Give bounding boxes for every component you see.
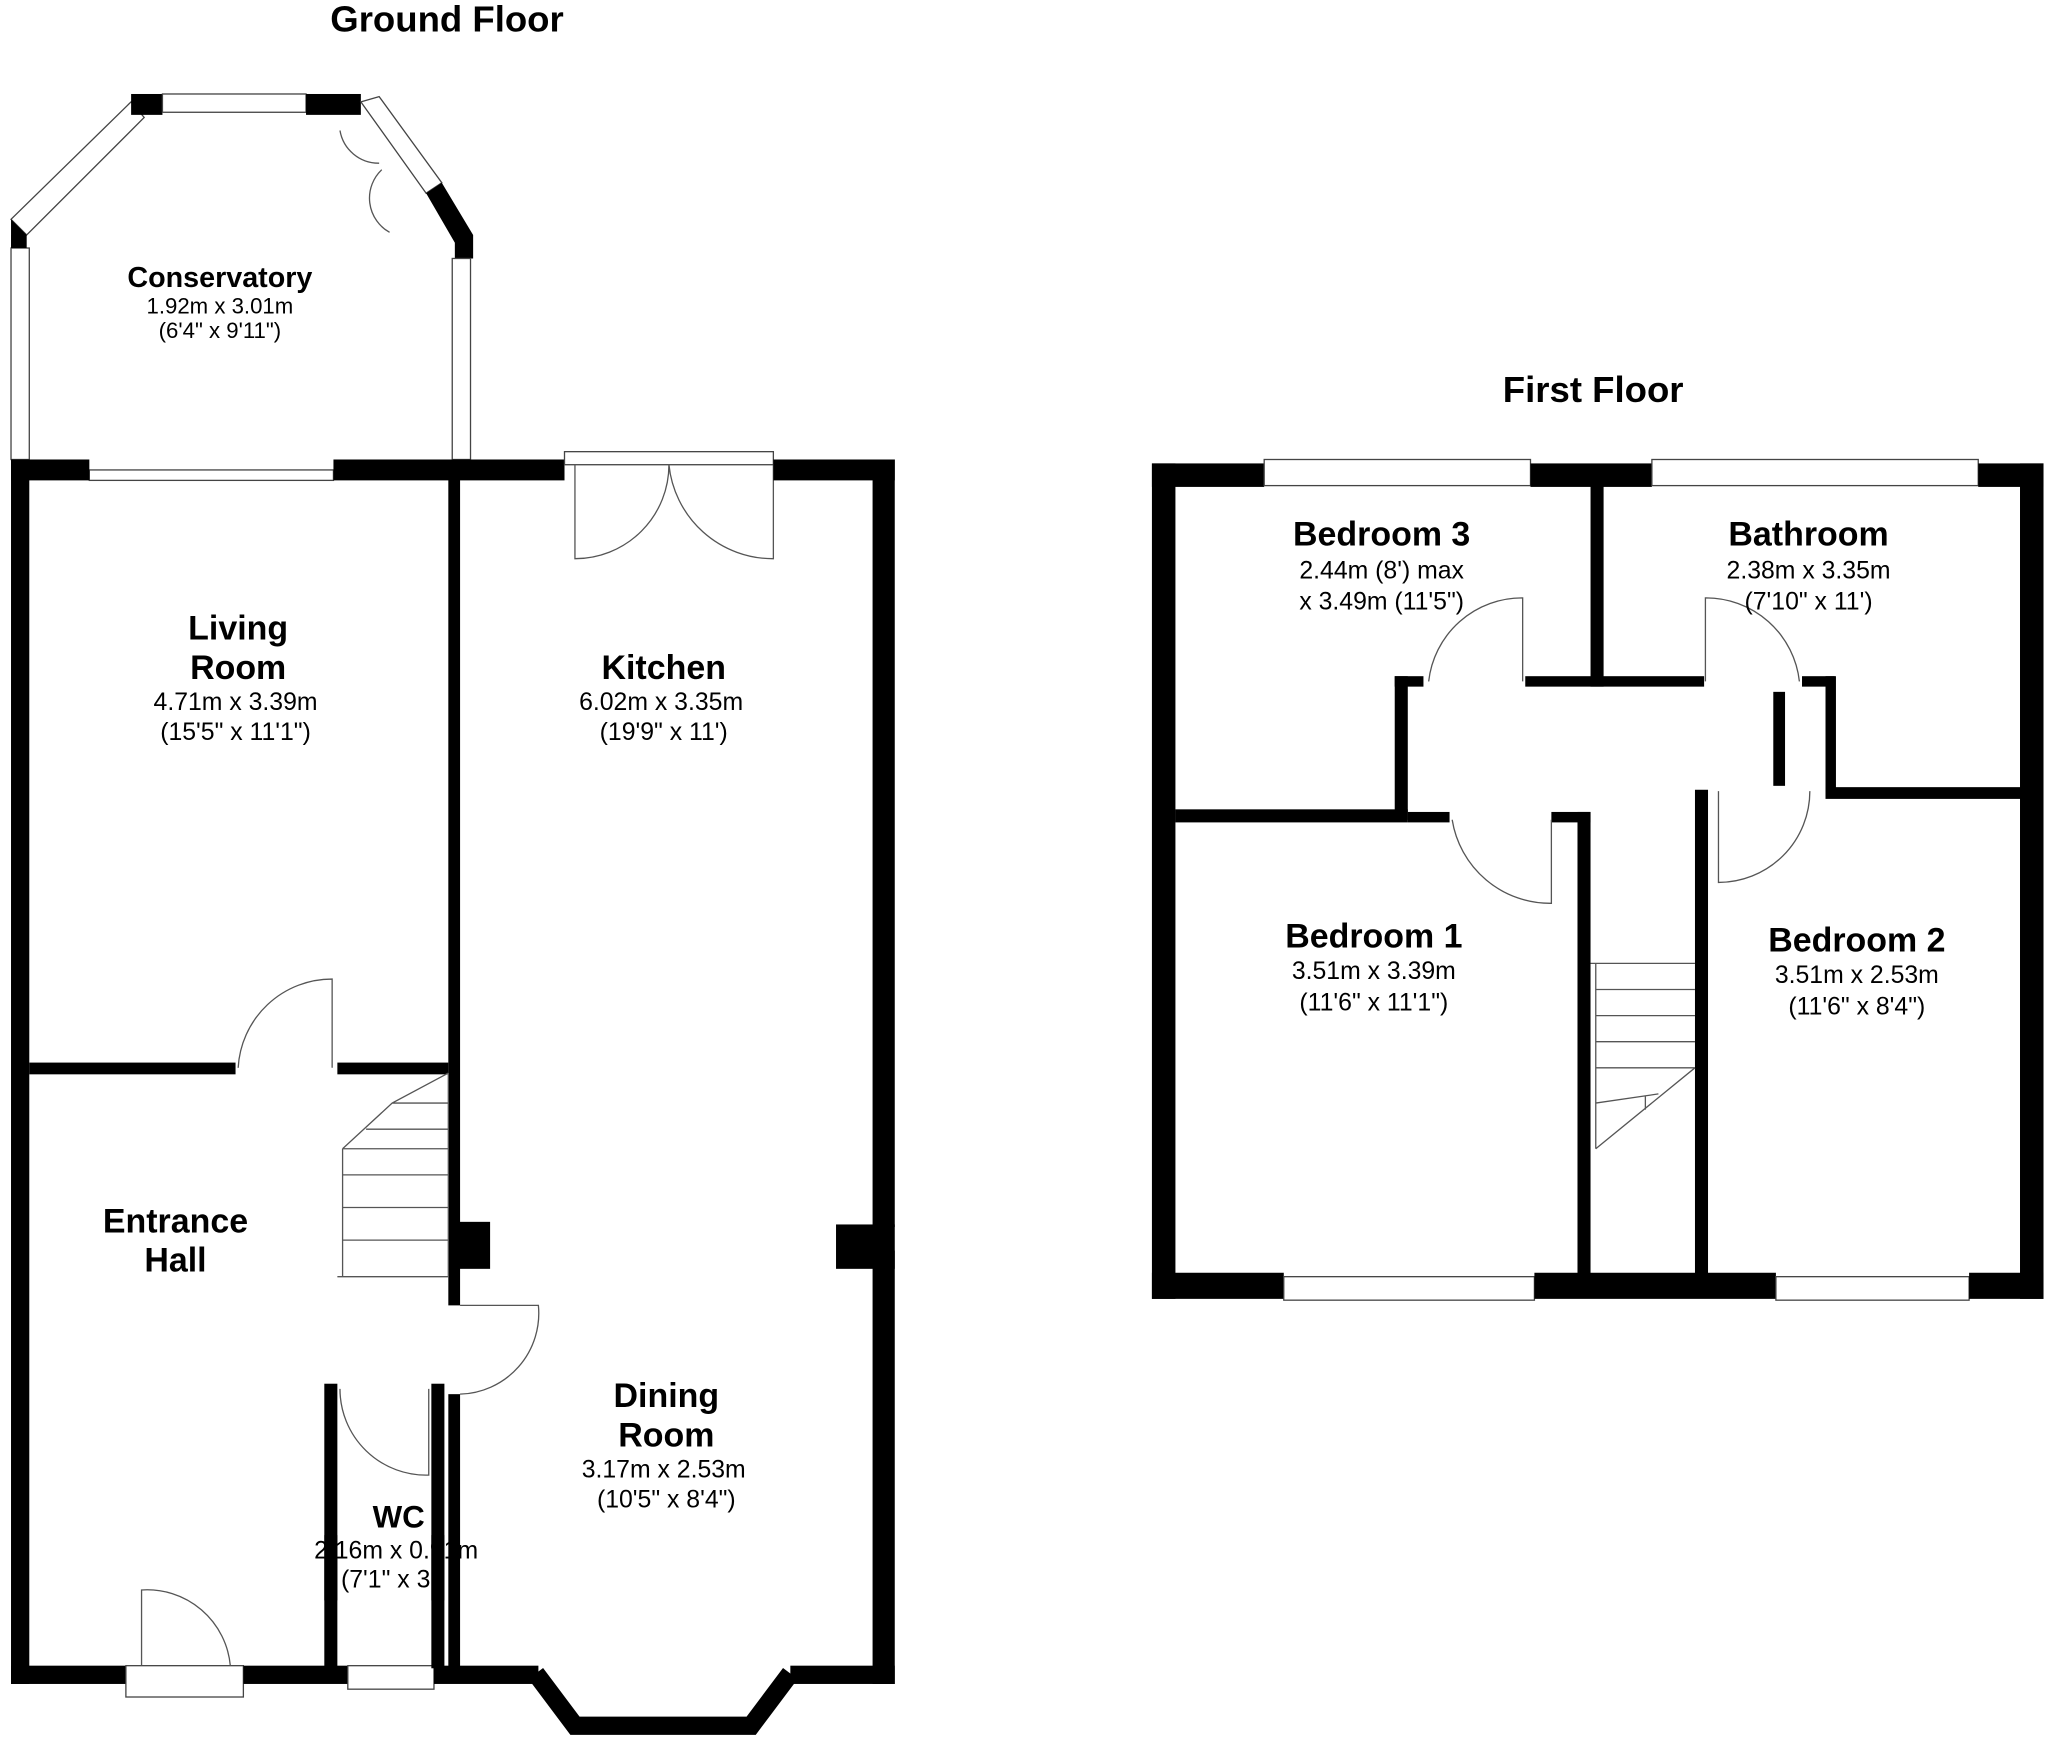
entrance-hall-name: Hall xyxy=(144,1241,206,1279)
first-floor-title: First Floor xyxy=(1503,369,1684,410)
door-swing xyxy=(1717,791,1811,884)
ground-floor: Ground Floor xyxy=(10,0,895,1735)
bedroom1-name: Bedroom 1 xyxy=(1285,918,1462,956)
front-door xyxy=(125,1665,245,1698)
door-swing xyxy=(1428,597,1524,682)
kitchen-name: Kitchen xyxy=(601,649,725,687)
door xyxy=(359,95,443,195)
kitchen-dim-metric: 6.02m x 3.35m xyxy=(579,689,743,716)
bathroom-name: Bathroom xyxy=(1728,516,1888,554)
conservatory-dim-imperial: (6'4" x 9'11") xyxy=(159,318,281,343)
ground-floor-title: Ground Floor xyxy=(330,0,563,39)
door-swing xyxy=(339,130,390,233)
door-swing xyxy=(1704,597,1801,682)
dining-room-name: Room xyxy=(618,1416,714,1454)
dining-room-name: Dining xyxy=(614,1377,720,1415)
living-room-name: Living xyxy=(188,610,288,648)
window xyxy=(1651,458,1979,487)
door-swing xyxy=(460,1304,540,1395)
wc-dim-imperial: (7'1" x 3') xyxy=(341,1566,443,1593)
door-swing xyxy=(339,1388,430,1476)
bedroom3-dim: 2.44m (8') max xyxy=(1299,557,1464,584)
bathroom-dim-imperial: (7'10" x 11') xyxy=(1745,589,1873,616)
dining-room-dim-imperial: (10'5" x 8'4") xyxy=(597,1487,736,1514)
kitchen-dim-imperial: (19'9" x 11') xyxy=(600,719,728,746)
conservatory-name: Conservatory xyxy=(127,262,312,294)
sliding-door xyxy=(88,469,335,482)
french-door xyxy=(563,451,775,466)
window xyxy=(347,1665,435,1690)
window xyxy=(1775,1276,1970,1301)
stairs xyxy=(1590,962,1696,1150)
bedroom3-name: Bedroom 3 xyxy=(1293,516,1470,554)
door-swing xyxy=(1451,819,1553,904)
window xyxy=(10,100,146,236)
bedroom2-dim-metric: 3.51m x 2.53m xyxy=(1775,962,1939,989)
bedroom1-dim-metric: 3.51m x 3.39m xyxy=(1292,958,1456,985)
living-room-dim-imperial: (15'5" x 11'1") xyxy=(160,719,311,746)
entrance-hall-name: Entrance xyxy=(103,1202,248,1240)
window xyxy=(1263,458,1532,487)
door-swing xyxy=(237,978,333,1068)
bedroom3-dim: x 3.49m (11'5") xyxy=(1299,589,1464,616)
conservatory-walls xyxy=(10,93,474,461)
wc-dim-metric: 2.16m x 0.91m xyxy=(314,1538,478,1565)
bay-window xyxy=(528,1668,798,1735)
conservatory-dim-metric: 1.92m x 3.01m xyxy=(146,293,293,318)
window xyxy=(451,257,472,461)
bedroom2-dim-imperial: (11'6" x 8'4") xyxy=(1788,993,1925,1020)
window xyxy=(10,247,30,461)
first-floor: First Floor Bedroom 3 2.44 xyxy=(1151,369,2044,1301)
front-door-swing xyxy=(140,1589,231,1666)
dining-room-dim-metric: 3.17m x 2.53m xyxy=(582,1457,746,1484)
window xyxy=(161,93,307,113)
bathroom-dim-metric: 2.38m x 3.35m xyxy=(1727,557,1891,584)
stairs xyxy=(337,1072,449,1278)
wc-name: WC xyxy=(373,1499,425,1534)
window xyxy=(1283,1276,1536,1301)
french-door-swing xyxy=(574,464,775,560)
bedroom1-dim-imperial: (11'6" x 11'1") xyxy=(1299,989,1448,1016)
living-room-dim-metric: 4.71m x 3.39m xyxy=(154,689,318,716)
living-room-name: Room xyxy=(190,649,286,687)
bedroom2-name: Bedroom 2 xyxy=(1768,922,1945,960)
